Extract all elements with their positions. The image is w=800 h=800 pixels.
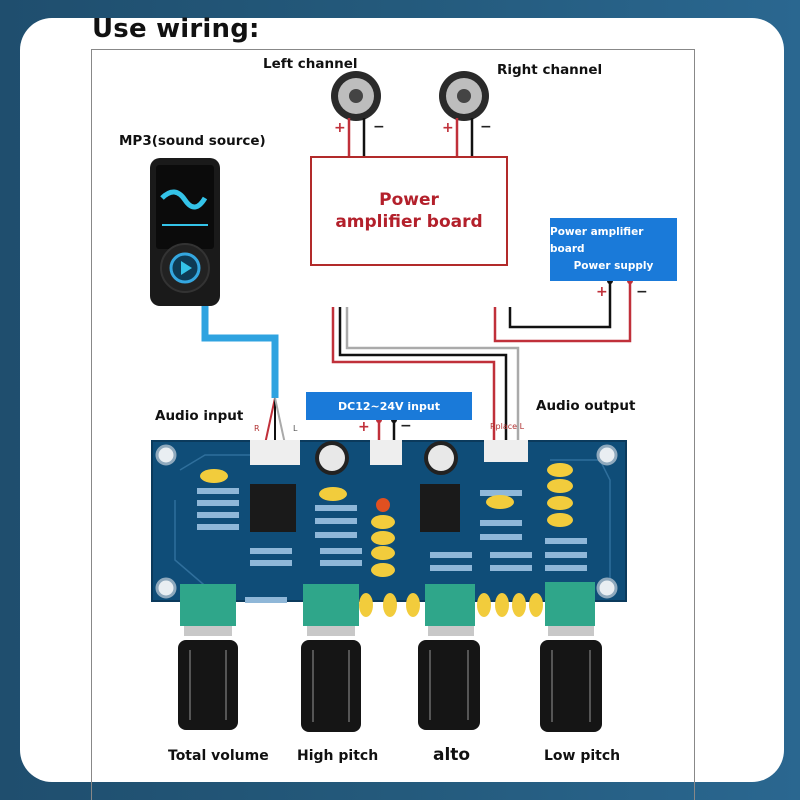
ic-chip-left [250, 484, 296, 532]
left-speaker-icon [331, 71, 381, 121]
diagram-frame [91, 49, 695, 800]
right-plus-mark: + [442, 120, 454, 136]
ps-line2: Power supply [573, 260, 654, 272]
mp3-source-label: MP3(sound source) [119, 133, 266, 149]
output-g-wire [338, 307, 508, 440]
input-l-label: L [293, 424, 298, 433]
left-minus-mark: − [373, 119, 385, 135]
high-pitch-knob[interactable] [301, 584, 361, 732]
output-l-wire [345, 307, 520, 440]
amp-board-line1: Power [379, 190, 439, 210]
volume-knob[interactable] [178, 584, 238, 730]
input-r-label: R [254, 424, 260, 433]
output-connector [484, 440, 528, 462]
input-l-wire [274, 397, 286, 445]
tone-control-pcb [151, 440, 627, 617]
output-connector-label: Rplace L [490, 422, 525, 431]
low-pitch-knob[interactable] [540, 582, 602, 732]
power-supply-box: Power amplifier board Power supply [550, 218, 677, 281]
ps-line1: Power amplifier board [550, 226, 644, 255]
power-supply-plus-wire [508, 281, 612, 329]
power-supply-minus-wire [493, 281, 632, 343]
dc-input-box: DC12~24V input [306, 392, 472, 420]
ps-plus-mark: + [596, 284, 608, 300]
audio-output-label: Audio output [536, 398, 636, 414]
right-channel-label: Right channel [497, 62, 603, 78]
right-speaker-icon [439, 71, 489, 121]
output-r-wire [331, 307, 496, 440]
page-title: Use wiring: [92, 14, 260, 44]
audio-input-label: Audio input [155, 408, 244, 424]
dc-plus-mark: + [358, 419, 370, 435]
left-channel-label: Left channel [263, 56, 358, 72]
mp3-audio-cable [201, 306, 279, 398]
dc-minus-mark: − [400, 418, 412, 434]
total-volume-label: Total volume [168, 748, 269, 764]
alto-knob[interactable] [418, 584, 480, 730]
power-amplifier-board-box: Power amplifier board [310, 156, 508, 266]
low-pitch-label: Low pitch [544, 748, 621, 764]
amp-board-line2: amplifier board [335, 212, 483, 232]
power-led [376, 498, 390, 512]
high-pitch-label: High pitch [297, 748, 379, 764]
input-r-wire [264, 397, 276, 445]
right-minus-mark: − [480, 119, 492, 135]
power-connector [370, 440, 402, 465]
left-plus-mark: + [334, 120, 346, 136]
ic-chip-right [420, 484, 460, 532]
ps-minus-mark: − [636, 284, 648, 300]
mp3-player-icon [150, 158, 220, 306]
input-connector [250, 440, 300, 465]
alto-label: alto [433, 745, 471, 765]
